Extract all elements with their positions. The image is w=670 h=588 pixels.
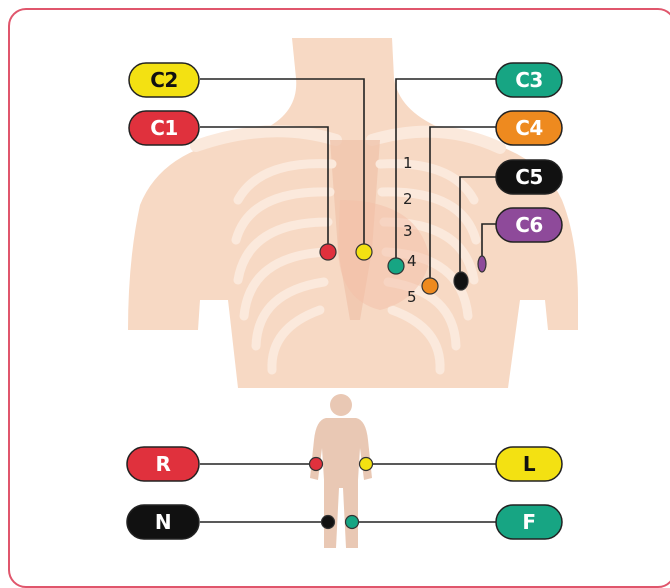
svg-text:N: N xyxy=(155,510,171,534)
c3-electrode[interactable] xyxy=(388,258,404,274)
intercostal-number-4: 4 xyxy=(407,252,417,270)
c6-electrode[interactable] xyxy=(478,256,486,272)
c2-electrode[interactable] xyxy=(356,244,372,260)
r-electrode[interactable] xyxy=(310,458,323,471)
c4-label[interactable]: C4 xyxy=(496,111,562,145)
svg-text:R: R xyxy=(156,452,171,476)
svg-text:C3: C3 xyxy=(515,68,543,92)
svg-text:C4: C4 xyxy=(515,116,543,140)
c3-label[interactable]: C3 xyxy=(496,63,562,97)
c4-electrode[interactable] xyxy=(422,278,438,294)
intercostal-number-1: 1 xyxy=(403,154,413,172)
f-electrode[interactable] xyxy=(346,516,359,529)
svg-text:C1: C1 xyxy=(150,116,178,140)
c6-label[interactable]: C6 xyxy=(496,208,562,242)
intercostal-number-3: 3 xyxy=(403,222,413,240)
l-label[interactable]: L xyxy=(496,447,562,481)
c5-label[interactable]: C5 xyxy=(496,160,562,194)
f-label[interactable]: F xyxy=(496,505,562,539)
c2-label[interactable]: C2 xyxy=(129,63,199,97)
ecg-electrode-diagram: 1 2 3 4 5 C2 C1 C3 C4 xyxy=(0,0,670,574)
c1-electrode[interactable] xyxy=(320,244,336,260)
c5-electrode[interactable] xyxy=(454,272,468,290)
n-electrode[interactable] xyxy=(322,516,335,529)
svg-text:C5: C5 xyxy=(515,165,543,189)
intercostal-number-2: 2 xyxy=(403,190,413,208)
human-figure xyxy=(310,394,372,548)
n-label[interactable]: N xyxy=(127,505,199,539)
c1-label[interactable]: C1 xyxy=(129,111,199,145)
r-label[interactable]: R xyxy=(127,447,199,481)
svg-text:L: L xyxy=(523,452,536,476)
svg-text:C6: C6 xyxy=(515,213,543,237)
l-electrode[interactable] xyxy=(360,458,373,471)
intercostal-number-5: 5 xyxy=(407,288,417,306)
svg-text:F: F xyxy=(522,510,535,534)
svg-text:C2: C2 xyxy=(150,68,178,92)
